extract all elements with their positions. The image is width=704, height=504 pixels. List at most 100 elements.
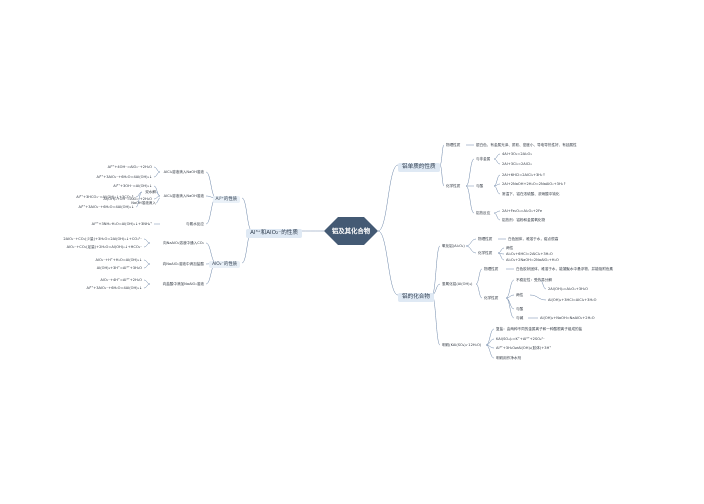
al3-item-1-sub[interactable]: NaOH溶液滴入 (131, 200, 156, 205)
hydroxide-chem-label[interactable]: 化学性质 (484, 295, 499, 300)
metal-chem-leaf-1-2[interactable]: 常温下，铝在浓硫酸、浓硝酸中钝化 (502, 191, 560, 196)
connector (497, 247, 505, 254)
hydroxide-phys-label[interactable]: 物理性质 (484, 266, 499, 271)
hydroxide-decomp[interactable]: 2Al(OH)₃=Al₂O₃+3H₂O (548, 286, 588, 291)
hydroxide-base-eq[interactable]: Al(OH)₃+NaOH=NaAlO₂+2H₂O (540, 315, 595, 320)
oxide-phys-text[interactable]: 白色固体，难溶于水，熔点很高 (508, 236, 559, 241)
connector (465, 238, 477, 247)
metal-physical-label[interactable]: 物理性质 (446, 142, 461, 147)
connector (439, 164, 445, 187)
connector (493, 210, 501, 214)
metal-chem-item-1[interactable]: 与酸 (476, 183, 484, 188)
connector (155, 191, 161, 197)
alo2-leaf-0-1[interactable]: AlO₂⁻+CO₂(足量)+2H₂O=Al(OH)₃↓+HCO₃⁻ (66, 244, 142, 249)
alum-leaf-2[interactable]: Al³⁺+3H₂O⇌Al(OH)₃(胶体)+3H⁺ (496, 345, 552, 350)
al3-leaf-hydro-1[interactable]: Al³⁺+3AlO₂⁻+6H₂O=4Al(OH)₃↓ (78, 204, 134, 209)
connector (143, 238, 151, 244)
connector (485, 344, 495, 359)
connector (431, 245, 441, 296)
connector (505, 294, 515, 299)
alo2-leaf-1-1[interactable]: Al(OH)₃+3H⁺=Al³⁺+3H₂O (96, 265, 142, 270)
connector (497, 252, 505, 261)
connector (431, 294, 441, 346)
oxide-phys-label[interactable]: 物理性质 (478, 236, 493, 241)
al3-item-1[interactable]: AlCl₃溶液滴入NaOH溶液 (163, 193, 204, 198)
metal-chem-item-0[interactable]: 与非金属 (476, 156, 491, 161)
alum-label[interactable]: 明矾(KAl(SO₄)₂·12H₂O) (442, 342, 482, 347)
connector (143, 283, 151, 289)
metal-chemical-label[interactable]: 化学性质 (446, 183, 461, 188)
connector (475, 283, 483, 299)
alo2-leaf-2-1[interactable]: Al³⁺+3AlO₂⁻+6H₂O=4Al(OH)₃↓ (86, 285, 142, 290)
al3-item-hydrolysis[interactable]: 双水解 (145, 189, 156, 194)
root-title: 铝及其化合物 (331, 227, 371, 235)
al3-leaf-0-0[interactable]: Al³⁺+4OH⁻=AlO₂⁻+2H₂O (107, 164, 152, 169)
alum-leaf-1[interactable]: KAl(SO₄)₂=K⁺+Al³⁺+2SO₄²⁻ (496, 336, 545, 341)
oxide-chem-label[interactable]: 化学性质 (478, 250, 493, 255)
group-al3-label[interactable]: Al³⁺的性质 (212, 195, 240, 203)
hydroxide-with-acid[interactable]: 与酸 (516, 306, 524, 311)
oxide-chem-leaf-1[interactable]: Al₂O₃+6HCl=2AlCl₃+3H₂O (506, 251, 553, 256)
alo2-leaf-0-0[interactable]: 2AlO₂⁻+CO₂(少量)+3H₂O=2Al(OH)₃↓+CO₃²⁻ (63, 236, 142, 241)
connector (465, 185, 475, 214)
metal-chem-item-2[interactable]: 铝热反应 (476, 210, 491, 215)
connector (135, 191, 143, 208)
connector (377, 164, 399, 232)
al3-item-0[interactable]: AlCl₃溶液滴入NaOH溶液 (163, 169, 204, 174)
hydroxide-unstable[interactable]: 不稳定性：受热易分解 (516, 277, 552, 282)
connector (493, 185, 501, 195)
metal-branch-title[interactable]: 铝单质的性质 (398, 162, 440, 172)
al3-leaf-0-1[interactable]: Al³⁺+3AlO₂⁻+6H₂O=4Al(OH)₃↓ (96, 174, 152, 179)
connector (143, 279, 151, 285)
connector (485, 328, 495, 346)
connector (505, 279, 515, 299)
alum-leaf-0[interactable]: 复盐：由两种不同的金属离子和一种酸根离子组成的盐 (496, 326, 583, 331)
connector (493, 153, 501, 160)
alo2-leaf-1-0[interactable]: AlO₂⁻+H⁺+H₂O=Al(OH)₃↓ (95, 257, 142, 262)
al3-leaf-hydro-0[interactable]: Al³⁺+3HCO₃⁻=Al(OH)₃↓+3CO₂↑ (76, 194, 134, 199)
alo2-item-2[interactable]: 向盐酸中滴加NaAlO₂溶液 (162, 281, 204, 286)
left-branch-title[interactable]: Al³⁺和AlO₂⁻的性质 (246, 228, 302, 238)
metal-chem-leaf-2-1[interactable]: 铝热剂：铝粉和金属氧化物 (502, 217, 546, 222)
connector (439, 144, 445, 166)
metal-physical-text[interactable]: 银白色、有金属光泽、质软、密度小、导电导热性好、有延展性 (476, 142, 577, 147)
connector (529, 294, 547, 301)
hydroxide-with-base[interactable]: 与碱 (516, 315, 524, 320)
alo2-item-0[interactable]: 向NaAlO₂溶液中通入CO₂ (163, 240, 204, 245)
hydroxide-label[interactable]: 氢氧化铝(Al(OH)₃) (442, 281, 473, 286)
connector (205, 171, 217, 199)
connector (377, 230, 399, 296)
connector (155, 197, 161, 204)
compound-branch-title[interactable]: 铝的化合物 (398, 292, 434, 302)
connector (505, 297, 515, 319)
hydroxide-acid-eq[interactable]: Al(OH)₃+3HCl=AlCl₃+3H₂O (548, 297, 597, 302)
oxide-chem-leaf-2[interactable]: Al₂O₃+2NaOH=2NaAlO₂+H₂O (506, 257, 559, 262)
oxide-label[interactable]: 氧化铝(Al₂O₃) (442, 243, 465, 248)
metal-chem-leaf-0-0[interactable]: 4Al+3O₂=2Al₂O₃ (502, 151, 532, 156)
connector (143, 242, 151, 248)
alo2-item-1[interactable]: 向NaAlO₂溶液中滴加盐酸 (162, 261, 204, 266)
connector (153, 171, 161, 178)
connector (493, 212, 501, 221)
connector (475, 268, 483, 285)
connector (143, 263, 151, 269)
al3-item-2[interactable]: 与氨水反应 (186, 221, 204, 226)
root-shape (324, 217, 378, 245)
oxide-chem-leaf-0[interactable]: 两性 (506, 245, 514, 250)
connector (143, 259, 151, 265)
metal-chem-leaf-2-0[interactable]: 2Al+Fe₂O₃=Al₂O₃+2Fe (502, 208, 543, 213)
metal-chem-leaf-1-0[interactable]: 2Al+6HCl=2AlCl₃+3H₂↑ (502, 172, 546, 177)
hydroxide-amphoteric[interactable]: 两性 (516, 292, 524, 297)
al3-leaf-1-1[interactable]: Al(OH)₃+OH⁻=AlO₂⁻+2H₂O (103, 196, 152, 201)
alo2-leaf-2-0[interactable]: AlO₂⁻+4H⁺=Al³⁺+2H₂O (100, 277, 142, 282)
metal-chem-leaf-0-1[interactable]: 2Al+3Cl₂=2AlCl₃ (502, 161, 532, 166)
al3-leaf-2-0[interactable]: Al³⁺+3NH₃·H₂O=Al(OH)₃↓+3NH₄⁺ (91, 221, 152, 226)
connector (493, 174, 501, 187)
group-alo2-label[interactable]: AlO₂⁻的性质 (209, 260, 240, 268)
alum-leaf-3[interactable]: 明矾用作净水剂 (496, 355, 522, 360)
hydroxide-phys-text[interactable]: 白色胶状固体，难溶于水，能凝聚水中悬浮物，并能吸附色素 (516, 266, 614, 271)
al3-leaf-1-0[interactable]: Al³⁺+3OH⁻=Al(OH)₃↓ (113, 183, 152, 188)
metal-chem-leaf-1-1[interactable]: 2Al+2NaOH+2H₂O=2NaAlO₂+3H₂↑ (502, 181, 567, 186)
